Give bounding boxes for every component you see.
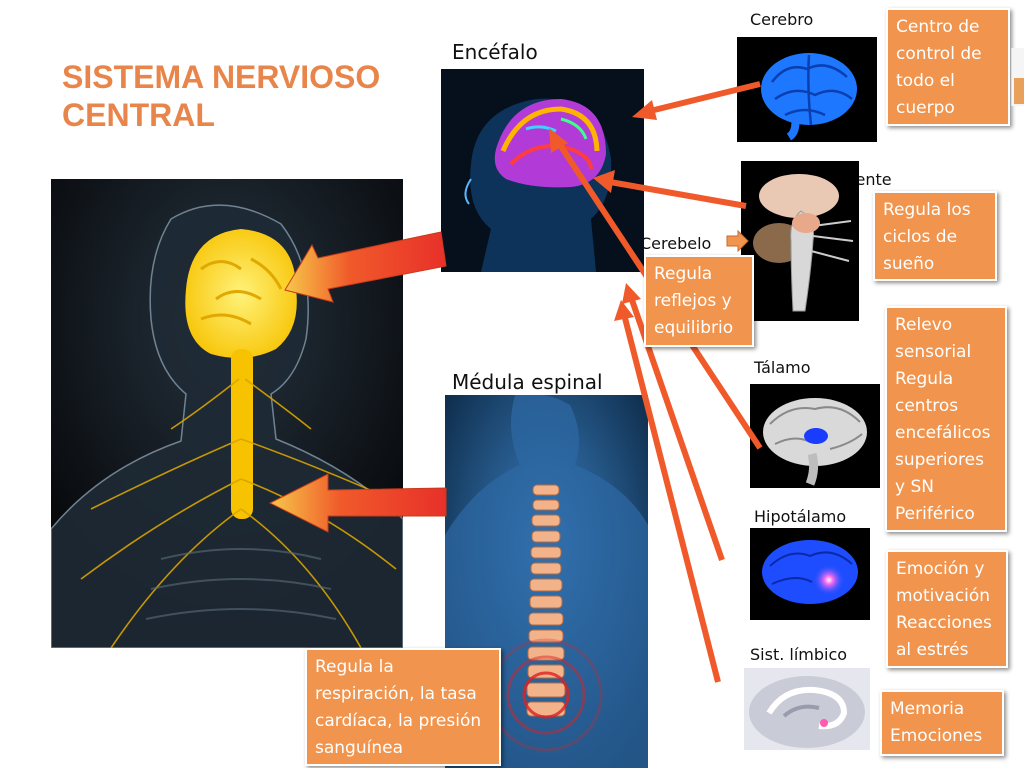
title-line-2: CENTRAL [62,97,215,133]
cerebelo-label: Cerebelo [640,234,712,253]
talamo-description: Relevo sensorial Regula centros encefáli… [885,306,1007,532]
limbico-label: Sist. límbico [750,645,848,664]
puente-description: Regula los ciclos de sueño [873,191,997,281]
hipotalamo-description: Emoción y motivación Reacciones al estré… [886,550,1008,668]
talamo-image [750,384,880,488]
slide-edge-tab [1011,48,1024,106]
nervous-system-body-image [51,179,403,648]
limbico-image [744,668,870,750]
encefalo-head-image [441,69,644,272]
cerebro-description: Centro de control de todo el cuerpo [886,8,1010,126]
page-title: SISTEMA NERVIOSO CENTRAL [62,58,422,134]
talamo-label: Tálamo [754,358,811,377]
puente-brainstem-image [741,161,859,321]
hipotalamo-label: Hipotálamo [754,507,847,526]
hipotalamo-image [750,528,870,620]
title-line-1: SISTEMA NERVIOSO [62,59,381,95]
medula-description: Regula la respiración, la tasa cardíaca,… [305,648,501,766]
limbico-description: Memoria Emociones [880,690,1004,756]
cerebro-label: Cerebro [750,10,814,29]
edge-accent-mark [1014,78,1024,104]
cerebelo-description: Regula reflejos y equilibrio [644,255,754,347]
encefalo-label: Encéfalo [452,40,538,64]
cerebro-image [737,37,877,142]
medula-label: Médula espinal [452,370,603,394]
